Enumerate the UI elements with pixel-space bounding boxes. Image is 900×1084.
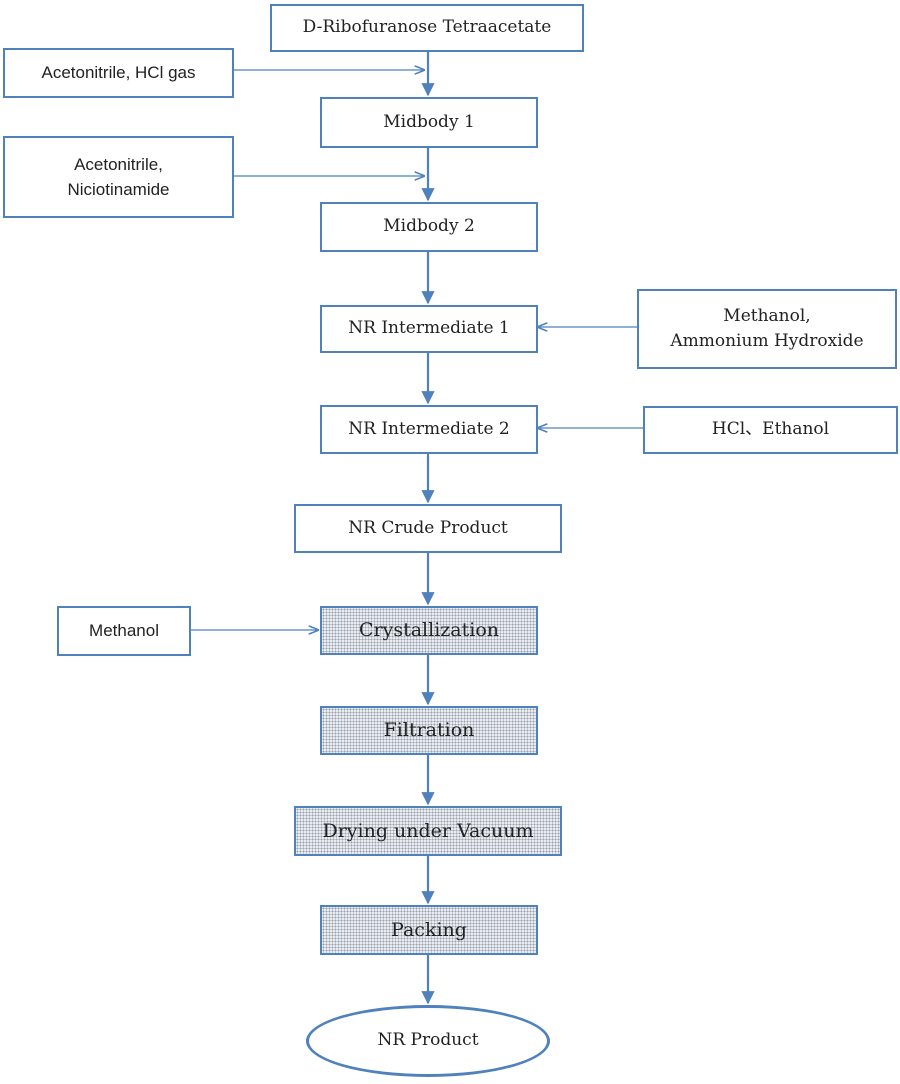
input-methanol-ammonium-hydroxide: Methanol, Ammonium Hydroxide [637, 289, 897, 369]
input-label: HCl、Ethanol [711, 419, 830, 440]
input-label: Acetonitrile, Niciotinamide [67, 154, 170, 200]
step-label: NR Intermediate 2 [348, 418, 510, 439]
step-label: Midbody 1 [383, 111, 475, 132]
step-label: D-Ribofuranose Tetraacetate [302, 17, 552, 38]
input-label: Acetonitrile, HCl gas [41, 63, 196, 83]
input-label: Methanol [89, 621, 159, 641]
step-nr-crude-product: NR Crude Product [294, 504, 562, 553]
step-d-ribofuranose-tetraacetate: D-Ribofuranose Tetraacetate [270, 4, 584, 52]
step-midbody-1: Midbody 1 [320, 97, 538, 148]
step-drying-under-vacuum: Drying under Vacuum [294, 806, 562, 856]
step-nr-intermediate-1: NR Intermediate 1 [320, 305, 538, 353]
step-label: Drying under Vacuum [322, 819, 534, 842]
step-label: NR Intermediate 1 [348, 318, 510, 339]
step-crystallization: Crystallization [320, 606, 538, 655]
step-nr-intermediate-2: NR Intermediate 2 [320, 405, 538, 454]
step-packing: Packing [320, 905, 538, 955]
step-label: NR Product [377, 1030, 479, 1051]
step-nr-product: NR Product [306, 1005, 550, 1077]
input-acetonitrile-hcl-gas: Acetonitrile, HCl gas [3, 48, 234, 98]
input-hcl-ethanol: HCl、Ethanol [643, 406, 898, 454]
step-label: Packing [391, 918, 467, 941]
step-label: Crystallization [358, 619, 500, 642]
step-label: NR Crude Product [348, 517, 508, 538]
input-label: Methanol, Ammonium Hydroxide [670, 305, 864, 352]
step-filtration: Filtration [320, 706, 538, 755]
step-label: Midbody 2 [383, 216, 475, 237]
step-midbody-2: Midbody 2 [320, 202, 538, 252]
step-label: Filtration [383, 719, 475, 742]
input-acetonitrile-niciotinamide: Acetonitrile, Niciotinamide [3, 136, 234, 218]
input-methanol: Methanol [57, 606, 191, 656]
